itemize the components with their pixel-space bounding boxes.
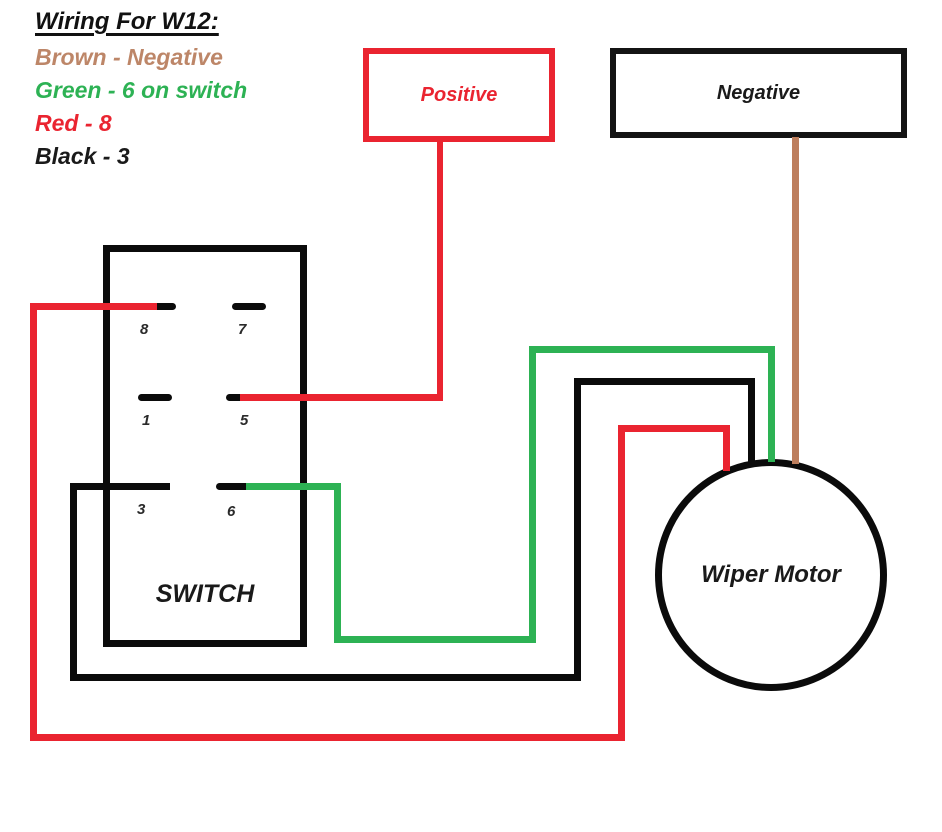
wire-black-terminal3-left <box>70 483 170 490</box>
negative-terminal-box: Negative <box>610 48 907 138</box>
switch-terminal-1-contact <box>138 394 172 401</box>
switch-terminal-7-contact <box>232 303 266 310</box>
wire-green-terminal6-drop <box>334 483 341 643</box>
switch-terminal-7-label: 7 <box>238 321 247 338</box>
switch-terminal-6-label: 6 <box>227 503 236 520</box>
wire-red-terminal8-upper-horizontal <box>618 425 730 432</box>
positive-terminal-box: Positive <box>363 48 555 142</box>
wire-red-positive-to-terminal5-horizontal <box>240 394 443 401</box>
positive-label: Positive <box>420 83 498 106</box>
switch-box <box>103 245 307 647</box>
negative-label: Negative <box>716 81 801 104</box>
wire-black-terminal3-rise <box>574 378 581 681</box>
wire-green-terminal6-upper-horizontal <box>529 346 775 353</box>
wire-red-terminal8-rise <box>618 428 625 741</box>
wire-black-terminal3-upper-horizontal <box>574 378 755 385</box>
wire-green-terminal6-right <box>246 483 341 490</box>
wire-green-terminal6-into-motor <box>768 346 775 462</box>
diagram-title: Wiring For W12: <box>35 8 219 35</box>
switch-terminal-5-label: 5 <box>240 412 249 429</box>
wire-green-terminal6-rise <box>529 346 536 643</box>
switch-terminal-8-contact <box>142 303 176 310</box>
wire-black-terminal3-bottom <box>70 674 581 681</box>
wire-red-terminal8-bottom <box>30 734 625 741</box>
wiper-motor-circle: Wiper Motor <box>655 459 887 691</box>
wire-red-positive-to-terminal5-vertical <box>437 140 443 400</box>
wire-brown-negative-to-motor <box>792 137 799 464</box>
wire-red-terminal8-into-motor <box>723 425 730 471</box>
wiper-motor-label: Wiper Motor <box>701 561 841 588</box>
wire-green-terminal6-bottom <box>334 636 536 643</box>
legend-item-red: Red - 8 <box>35 110 112 136</box>
wire-red-terminal8-left <box>33 303 157 310</box>
wire-red-terminal8-left-vertical <box>30 303 37 741</box>
wire-black-terminal3-left-vertical <box>70 483 77 681</box>
switch-terminal-6-contact <box>216 483 250 490</box>
switch-terminal-8-label: 8 <box>140 321 149 338</box>
legend-item-black: Black - 3 <box>35 143 130 169</box>
legend-item-brown: Brown - Negative <box>35 44 223 70</box>
switch-label: SWITCH <box>155 580 255 608</box>
wire-black-terminal3-into-motor <box>748 378 755 463</box>
legend-item-green: Green - 6 on switch <box>35 77 248 103</box>
switch-terminal-3-label: 3 <box>137 501 146 518</box>
switch-terminal-1-label: 1 <box>142 412 151 429</box>
